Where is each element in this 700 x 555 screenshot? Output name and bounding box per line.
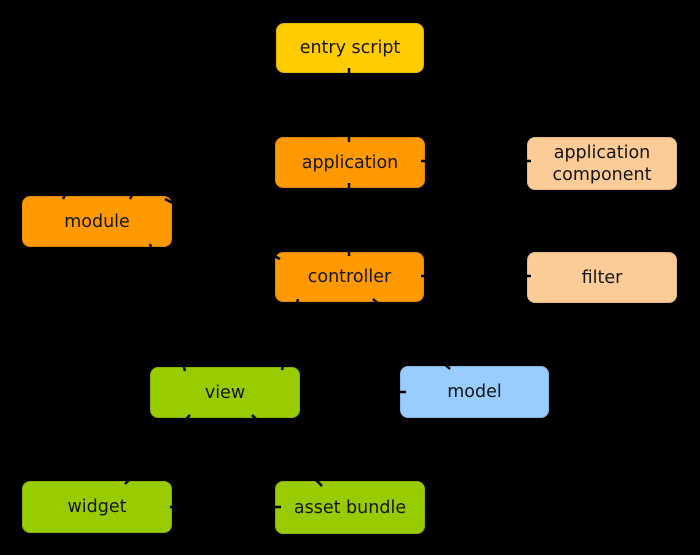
- arrow-view-to-widget: [124, 414, 191, 485]
- node-label: entry script: [299, 38, 401, 58]
- node-label: view: [204, 382, 246, 403]
- node-widget: widget: [22, 481, 172, 533]
- arrow-controller-to-model: [372, 298, 451, 370]
- node-label: widget: [67, 497, 127, 517]
- node-filter: filter: [527, 252, 677, 303]
- arrow-application-to-module: [61, 139, 92, 200]
- node-label: asset bundle: [293, 497, 407, 518]
- node-asset-bundle: asset bundle: [275, 481, 425, 534]
- node-entry-script: entry script: [276, 23, 424, 73]
- node-label: model: [447, 382, 502, 402]
- node-application-component: application component: [527, 137, 677, 190]
- node-view: view: [150, 367, 300, 418]
- arrow-module-to-view: [148, 243, 187, 372]
- node-label: filter: [581, 267, 623, 288]
- arrow-application-to-module: [128, 139, 162, 200]
- arrow-controller-to-view: [280, 298, 300, 371]
- node-controller: controller: [275, 252, 424, 302]
- node-label: module: [64, 211, 130, 232]
- arrow-module-to-controller: [164, 197, 281, 261]
- node-label: application component: [552, 142, 652, 185]
- arrow-view-to-asset-bundle: [251, 414, 323, 487]
- node-application: application: [275, 137, 425, 188]
- node-label: controller: [307, 267, 392, 287]
- node-model: model: [400, 366, 549, 418]
- node-module: module: [22, 196, 172, 247]
- node-label: application: [301, 152, 399, 173]
